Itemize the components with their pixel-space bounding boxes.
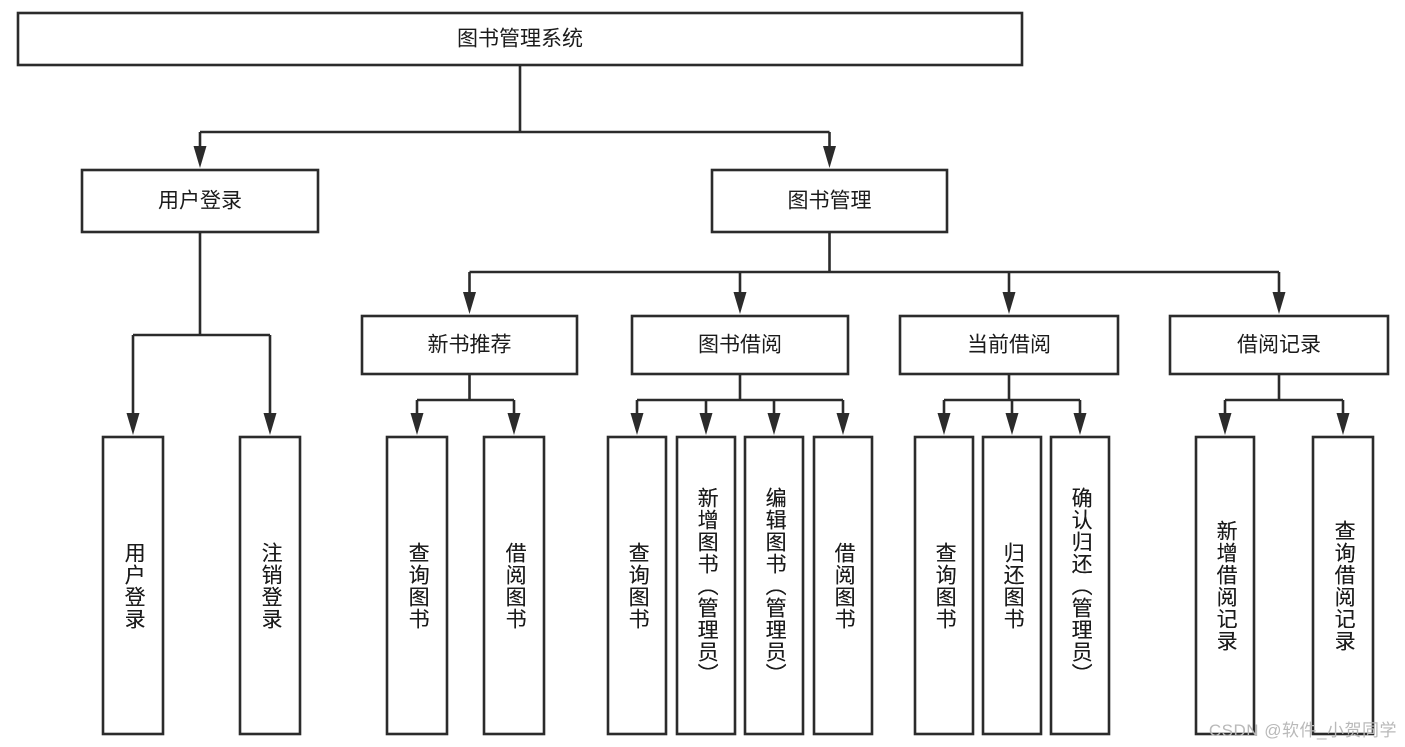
node-label-new-book-recommend: 新书推荐 bbox=[428, 334, 512, 357]
arrow-head-book-manage-to-borrow-record bbox=[1272, 292, 1286, 314]
arrow-head-borrow-record-to-leaf-query-borrow-rec bbox=[1336, 413, 1350, 435]
node-box-current-borrow bbox=[898, 314, 1120, 376]
arrow-head-user-login-to-leaf-user-login bbox=[126, 413, 140, 435]
node-box-leaf-return-book bbox=[981, 435, 1043, 736]
node-label-book-manage: 图书管理 bbox=[788, 190, 872, 213]
node-box-leaf-query-book-rec bbox=[385, 435, 449, 736]
node-box-layer bbox=[16, 11, 1390, 736]
node-box-leaf-query-borrow-rec bbox=[1311, 435, 1375, 736]
arrow-head-book-borrow-to-leaf-borrow-book-brw bbox=[836, 413, 850, 435]
arrow-head-book-manage-to-current-borrow bbox=[1002, 292, 1016, 314]
arrow-head-book-borrow-to-leaf-query-book-brw bbox=[630, 413, 644, 435]
arrow-head-book-manage-to-new-book-recommend bbox=[463, 292, 476, 314]
arrow-head-book-manage-to-book-borrow bbox=[733, 292, 747, 314]
node-box-leaf-logout-login bbox=[238, 435, 302, 736]
arrow-head-book-borrow-to-leaf-add-book-admin bbox=[699, 413, 713, 435]
node-box-leaf-query-book-brw bbox=[606, 435, 668, 736]
arrow-head-root-to-book-manage bbox=[823, 146, 836, 168]
node-label-user-login: 用户登录 bbox=[158, 190, 242, 213]
node-box-leaf-edit-book-admin bbox=[743, 435, 805, 736]
arrow-head-current-borrow-to-leaf-query-book-cur bbox=[937, 413, 951, 435]
node-box-root bbox=[16, 11, 1024, 67]
node-box-leaf-confirm-return bbox=[1049, 435, 1111, 736]
arrow-head-current-borrow-to-leaf-confirm-return bbox=[1073, 413, 1087, 435]
node-label-current-borrow: 当前借阅 bbox=[967, 334, 1051, 357]
node-box-book-borrow bbox=[630, 314, 850, 376]
arrow-head-book-borrow-to-leaf-edit-book-admin bbox=[767, 413, 781, 435]
node-box-user-login bbox=[80, 168, 320, 234]
arrow-head-current-borrow-to-leaf-return-book bbox=[1005, 413, 1019, 435]
node-box-leaf-borrow-book-brw bbox=[812, 435, 874, 736]
arrow-head-borrow-record-to-leaf-add-borrow-record bbox=[1218, 413, 1232, 435]
node-box-leaf-user-login bbox=[101, 435, 165, 736]
node-label-borrow-record: 借阅记录 bbox=[1237, 334, 1321, 357]
arrow-head-new-book-recommend-to-leaf-borrow-book-rec bbox=[507, 413, 521, 435]
node-label-book-borrow: 图书借阅 bbox=[698, 334, 782, 357]
node-label-root: 图书管理系统 bbox=[457, 28, 583, 51]
node-box-new-book-recommend bbox=[360, 314, 579, 376]
connector-layer bbox=[126, 65, 1350, 435]
node-box-leaf-add-borrow-record bbox=[1194, 435, 1256, 736]
node-box-leaf-add-book-admin bbox=[675, 435, 737, 736]
node-box-book-manage bbox=[710, 168, 949, 234]
node-box-leaf-query-book-cur bbox=[913, 435, 975, 736]
arrow-head-new-book-recommend-to-leaf-query-book-rec bbox=[410, 413, 424, 435]
node-box-borrow-record bbox=[1168, 314, 1390, 376]
watermark-text: CSDN @软件_小贺同学 bbox=[1208, 721, 1397, 740]
node-box-leaf-borrow-book-rec bbox=[482, 435, 546, 736]
arrow-head-user-login-to-leaf-logout-login bbox=[263, 413, 277, 435]
arrow-head-root-to-user-login bbox=[193, 146, 207, 168]
